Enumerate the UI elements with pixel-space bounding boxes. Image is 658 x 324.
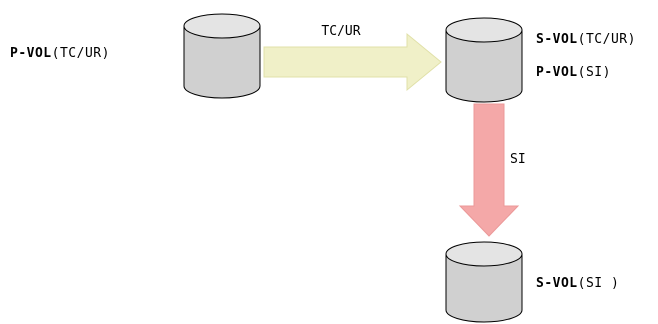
middle-volume-qualifier-2: (SI) [577, 65, 611, 80]
si-arrow-label: SI [510, 152, 526, 167]
primary-volume-cylinder-icon [183, 13, 261, 99]
middle-volume-label-line1: S-VOL(TC/UR) [536, 32, 636, 48]
primary-volume-qualifier: (TC/UR) [51, 46, 110, 61]
middle-volume-label-line2: P-VOL(SI) [536, 65, 611, 81]
middle-volume-qualifier-1: (TC/UR) [577, 32, 636, 47]
si-arrow [458, 103, 520, 237]
bottom-volume-qualifier: (SI ) [577, 276, 620, 291]
bottom-volume-name: S-VOL [536, 276, 578, 291]
primary-volume-label: P-VOL(TC/UR) [10, 46, 110, 62]
middle-volume-name-2: P-VOL [536, 65, 578, 80]
middle-volume-cylinder-icon [445, 17, 523, 103]
middle-volume-name-1: S-VOL [536, 32, 578, 47]
tc-ur-arrow [263, 32, 442, 92]
primary-volume-name: P-VOL [10, 46, 52, 61]
bottom-volume-cylinder-icon [445, 241, 523, 323]
bottom-volume-label: S-VOL(SI ) [536, 276, 619, 292]
tc-ur-arrow-label: TC/UR [321, 24, 360, 39]
